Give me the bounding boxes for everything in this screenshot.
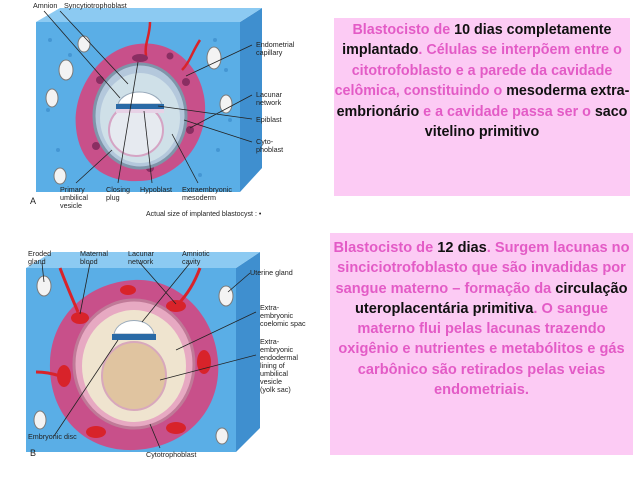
label-amniotic-cavity: Amniotic cavity xyxy=(182,250,210,266)
label-eroded-gland: Eroded gland xyxy=(28,250,51,266)
box2-text: . O sangue materno flui pelas lacunas tr… xyxy=(338,300,625,399)
description-box-12-days: Blastocisto de 12 dias. Surgem lacunas n… xyxy=(330,233,633,455)
label-primary-umbilical-vesicle: Primary umbilical vesicle xyxy=(60,186,88,210)
lacunae xyxy=(92,52,194,172)
label-lacunar-network-b: Lacunar network xyxy=(128,250,154,266)
closing-plug xyxy=(132,54,148,62)
label-text-line: capillary xyxy=(256,48,283,57)
endometrial-capillaries xyxy=(144,21,202,71)
label-text-line: vesicle xyxy=(260,377,282,386)
label-text-line: Lacunar xyxy=(128,249,154,258)
label-text-line: Amniotic xyxy=(182,249,210,258)
label-text-line: plug xyxy=(106,193,120,202)
label-text-line: umbilical xyxy=(260,369,288,378)
label-cytotrophoblast-b: Cytotrophoblast xyxy=(146,450,197,459)
label-text-line: gland xyxy=(28,257,46,266)
figure-b-letter: B xyxy=(30,448,37,458)
box1-text: . Células se interpõem entre o citotrofo… xyxy=(334,42,622,100)
amniotic-cavity-b xyxy=(113,320,155,335)
description-box-10-days: Blastocisto de 10 dias completamente imp… xyxy=(334,18,630,196)
label-text-line: cavity xyxy=(182,257,201,266)
label-text-line: mesoderm xyxy=(182,193,216,202)
label-text-line: coelomic spac xyxy=(260,319,306,328)
label-text-line: lining of xyxy=(260,361,285,370)
label-text-line: Eroded xyxy=(28,249,52,258)
label-embryonic-disc: Embryonic disc xyxy=(28,432,77,441)
box2-keyword-12-dias: 12 dias xyxy=(437,240,487,256)
label-text-line: Lacunar xyxy=(256,90,282,99)
label-epiblast: Epiblast xyxy=(256,115,282,124)
box1-keyword-10-dias: 10 dias completamente implantado xyxy=(342,22,612,59)
label-text-line: Primary xyxy=(60,185,85,194)
box1-keyword-saco-vitelino: saco vitelino primitivo xyxy=(424,103,628,141)
label-text-line: umbilical xyxy=(60,193,88,202)
label-syncytiotrophoblast: Syncytiotrophoblast xyxy=(64,1,127,10)
label-text-line: phoblast xyxy=(256,145,284,154)
label-text-line: network xyxy=(128,257,154,266)
figure-a-letter: A xyxy=(30,196,37,206)
epiblast xyxy=(116,104,164,109)
box2-keyword-circulacao: circulação uteroplacentária primitiva xyxy=(354,280,628,317)
endometrium-side-face-b xyxy=(236,252,260,452)
label-text-line: Extra- xyxy=(260,303,280,312)
maternal-blood-vessels xyxy=(35,267,202,378)
label-text-line: Cyto- xyxy=(256,137,274,146)
amniotic-cavity xyxy=(117,91,163,105)
figure-a-caption: Actual size of implanted blastocyst : • xyxy=(146,211,262,218)
label-text-line: network xyxy=(256,98,282,107)
label-extraembryonic-endodermal-lining: Extra- embryonic endodermal lining of um… xyxy=(260,338,298,394)
uterine-glands xyxy=(45,35,233,185)
endometrium-top-face xyxy=(36,8,262,22)
yolk-sac xyxy=(101,341,167,411)
box1-keyword-mesoderma: mesoderma extra-embrionário xyxy=(336,83,630,120)
endometrium-side-face xyxy=(240,8,262,192)
label-text-line: (yolk sac) xyxy=(260,385,291,394)
label-leader-lines-b xyxy=(41,262,257,449)
label-extraembryonic-coelomic-space: Extra- embryonic coelomic spac xyxy=(260,304,306,328)
label-text-line: blood xyxy=(80,257,98,266)
label-cytotrophoblast: Cyto- phoblast xyxy=(256,138,283,154)
label-text-line: Maternal xyxy=(80,249,108,258)
label-extraembryonic-mesoderm: Extraembryonic mesoderm xyxy=(182,186,232,202)
figure-a-illustration xyxy=(36,8,262,192)
endometrial-cells xyxy=(46,38,232,177)
box1-text: Blastocisto de xyxy=(352,22,455,38)
label-endometrial-capillary: Endometrial capillary xyxy=(256,41,294,57)
label-text-line: vesicle xyxy=(60,201,82,210)
label-lacunar-network: Lacunar network xyxy=(256,91,282,107)
label-amnion: Amnion xyxy=(33,1,58,10)
box1-text: e a cavidade passa ser o xyxy=(419,103,595,120)
label-hypoblast: Hypoblast xyxy=(140,185,172,194)
label-leader-lines xyxy=(43,10,253,184)
label-text-line: Endometrial xyxy=(256,40,295,49)
label-text-line: embryonic xyxy=(260,345,294,354)
figure-b-illustration xyxy=(26,252,260,452)
label-text-line: Closing xyxy=(106,185,130,194)
endometrium-top-face-b xyxy=(26,252,260,268)
label-closing-plug: Closing plug xyxy=(106,186,130,202)
label-text-line: Extra- xyxy=(260,337,280,346)
label-text-line: embryonic xyxy=(260,311,294,320)
label-uterine-gland: Uterine gland xyxy=(250,268,293,277)
hypoblast xyxy=(116,109,164,113)
label-text-line: Extraembryonic xyxy=(182,185,232,194)
embryonic-disc xyxy=(112,334,156,340)
label-maternal-blood: Maternal blood xyxy=(80,250,108,266)
box2-text: . Surgem lacunas no sinciciotrofoblasto … xyxy=(335,240,630,297)
label-text-line: endodermal xyxy=(260,353,298,362)
box2-text: Blastocisto de xyxy=(333,240,438,256)
